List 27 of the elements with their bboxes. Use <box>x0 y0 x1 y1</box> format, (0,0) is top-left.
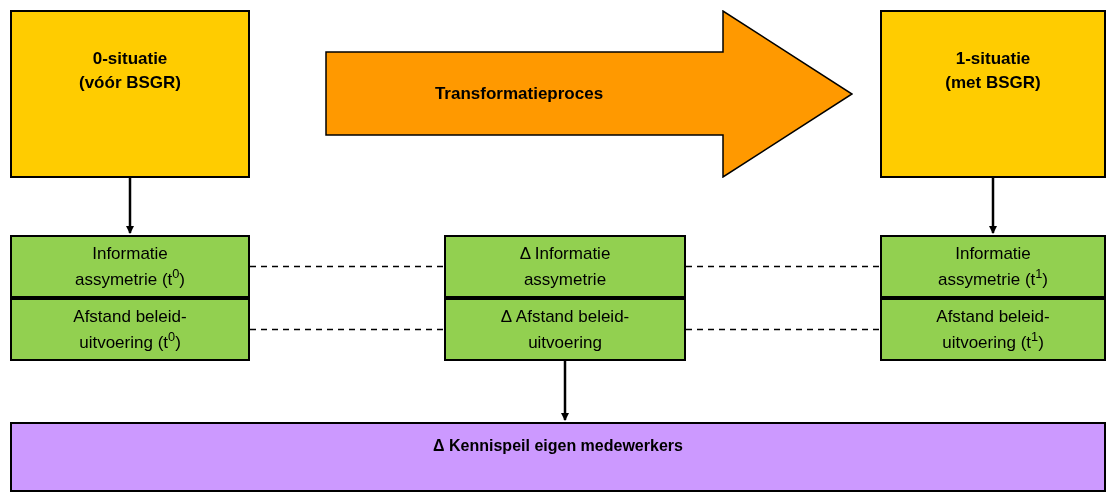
situation-box <box>10 10 250 178</box>
arrow <box>126 178 134 234</box>
dashed-connector <box>249 265 445 268</box>
node-label: Δ Informatie assymetrie <box>518 242 612 291</box>
node-label: 0-situatie (vóór BSGR) <box>78 48 182 94</box>
node-label: Informatie assymetrie (t$^{0}$) <box>73 242 187 291</box>
transformation-arrow <box>325 10 853 178</box>
dashed-connector <box>249 328 445 331</box>
situation-box <box>880 10 1106 178</box>
node-label: Afstand beleid-uitvoering (t$^{1}$) <box>935 305 1051 354</box>
process-box <box>444 298 686 361</box>
process-box <box>444 235 686 298</box>
process-box <box>880 298 1106 361</box>
dashed-connector <box>685 265 881 268</box>
node-label: Δ Kennispeil eigen medewerkers <box>432 436 684 456</box>
process-box <box>10 235 250 298</box>
process-box <box>10 298 250 361</box>
arrow <box>561 361 569 421</box>
result-box <box>10 422 1106 492</box>
dashed-connector <box>685 328 881 331</box>
node-label: Informatie assymetrie (t$^{1}$) <box>936 242 1050 291</box>
node-label: Δ Afstand beleid-uitvoering <box>499 305 631 354</box>
node-label: 1-situatie (met BSGR) <box>944 48 1042 94</box>
node-label: Transformatieproces <box>433 83 605 106</box>
node-label: Afstand beleid-uitvoering (t$^{0}$) <box>72 305 188 354</box>
arrow <box>989 178 997 234</box>
process-box <box>880 235 1106 298</box>
